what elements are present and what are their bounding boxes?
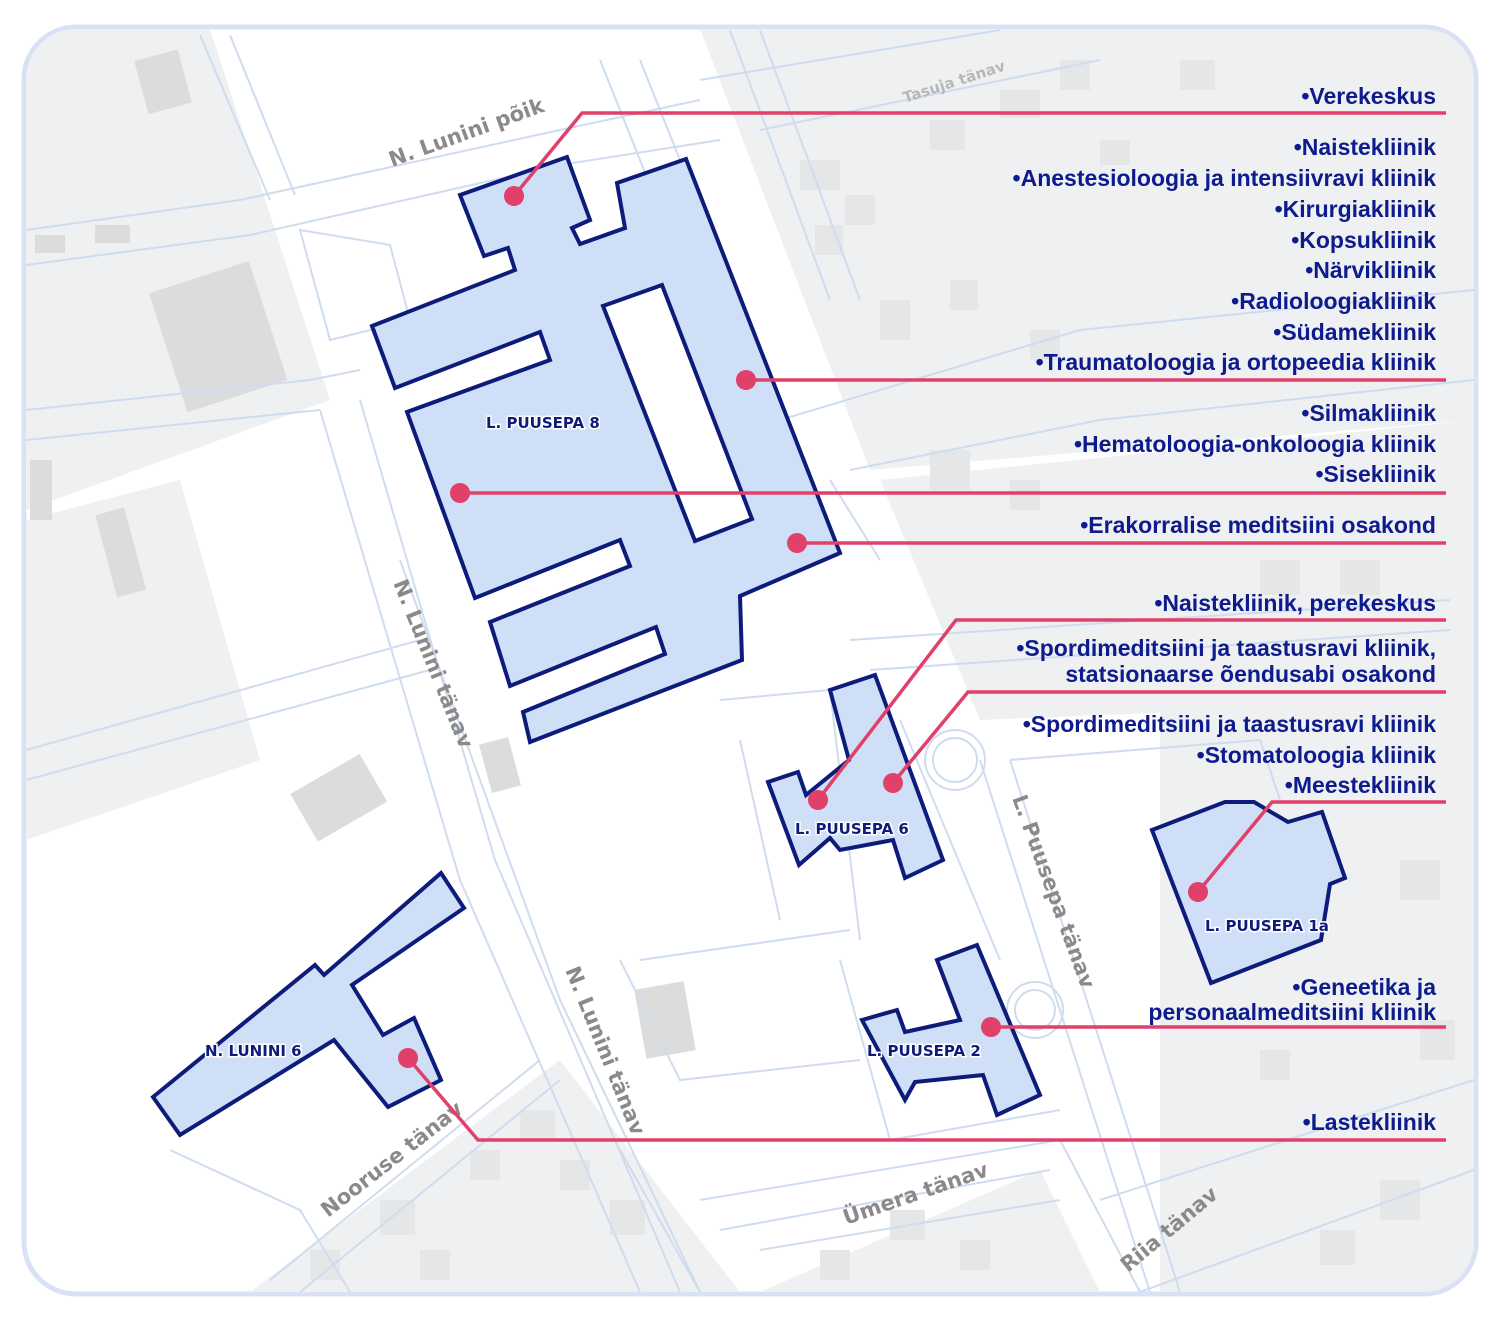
legend-item[interactable]: •Kopsukliinik: [1291, 227, 1436, 253]
legend-item[interactable]: •Anestesioloogia ja intensiivravi kliini…: [1013, 165, 1437, 191]
dot-silmakliinik[interactable]: [450, 483, 470, 503]
building-lunini-6[interactable]: [150, 869, 467, 1138]
leader-spordimeditsiini-1: [891, 690, 1446, 785]
legend-item[interactable]: •Südamekliinik: [1273, 319, 1436, 345]
dot-perekeskus[interactable]: [808, 790, 828, 810]
legend-item[interactable]: •Radioloogiakliinik: [1231, 288, 1436, 314]
legend-item[interactable]: •Naistekliinik: [1294, 134, 1436, 160]
location-dots: [398, 186, 1208, 1068]
building-puusepa-8-courtyard: [600, 282, 755, 544]
dot-lastekliinik[interactable]: [398, 1048, 418, 1068]
legend-item[interactable]: •Spordimeditsiini ja taastusravi kliinik…: [1016, 635, 1436, 661]
building-label-puusepa-8: L. PUUSEPA 8: [486, 414, 600, 432]
legend-item[interactable]: statsionaarse õendusabi osakond: [1065, 661, 1436, 687]
dot-verekeskus[interactable]: [504, 186, 524, 206]
legend-item[interactable]: •Spordimeditsiini ja taastusravi kliinik: [1023, 711, 1436, 737]
leader-lastekliinik: [406, 1056, 1446, 1142]
base-map: [26, 29, 1474, 1292]
legend-item[interactable]: •Verekeskus: [1301, 83, 1436, 109]
legend-item[interactable]: personaalmeditsiini kliinik: [1148, 999, 1436, 1025]
building-label-lunini-6: N. LUNINI 6: [205, 1042, 302, 1060]
legend-item[interactable]: •Meestekliinik: [1285, 772, 1436, 798]
legend-item[interactable]: •Silmakliinik: [1301, 400, 1436, 426]
clinic-legend: •Verekeskus •Naistekliinik •Anestesioloo…: [1013, 83, 1437, 1135]
legend-item[interactable]: •Geneetika ja: [1292, 974, 1436, 1000]
legend-item[interactable]: •Stomatoloogia kliinik: [1197, 742, 1437, 768]
dot-meestekliinik[interactable]: [1188, 882, 1208, 902]
building-puusepa-2[interactable]: [859, 942, 1043, 1118]
building-puusepa-1a[interactable]: [1149, 800, 1348, 986]
legend-item[interactable]: •Erakorralise meditsiini osakond: [1080, 512, 1436, 538]
legend-item[interactable]: •Naistekliinik, perekeskus: [1154, 590, 1436, 616]
building-puusepa-6[interactable]: [765, 672, 946, 881]
dot-naistekliinik[interactable]: [736, 370, 756, 390]
leader-verekeskus: [512, 111, 1446, 198]
dot-erakorralise[interactable]: [787, 533, 807, 553]
legend-item[interactable]: •Hematoloogia-onkoloogia kliinik: [1074, 431, 1436, 457]
legend-item[interactable]: •Lastekliinik: [1303, 1109, 1437, 1135]
leader-perekeskus: [816, 618, 1446, 802]
building-label-puusepa-6: L. PUUSEPA 6: [795, 820, 909, 838]
dot-geneetika[interactable]: [981, 1017, 1001, 1037]
leader-meestekliinik: [1196, 800, 1446, 894]
building-label-puusepa-2: L. PUUSEPA 2: [867, 1042, 981, 1060]
legend-item[interactable]: •Sisekliinik: [1315, 461, 1436, 487]
dot-spordimeditsiini[interactable]: [883, 773, 903, 793]
building-label-puusepa-1a: L. PUUSEPA 1a: [1205, 917, 1329, 935]
legend-item[interactable]: •Traumatoloogia ja ortopeedia kliinik: [1036, 349, 1437, 375]
legend-item[interactable]: •Kirurgiakliinik: [1275, 196, 1437, 222]
building-puusepa-8[interactable]: [369, 154, 843, 745]
legend-item[interactable]: •Närvikliinik: [1305, 257, 1436, 283]
leader-lines: [406, 111, 1446, 1142]
